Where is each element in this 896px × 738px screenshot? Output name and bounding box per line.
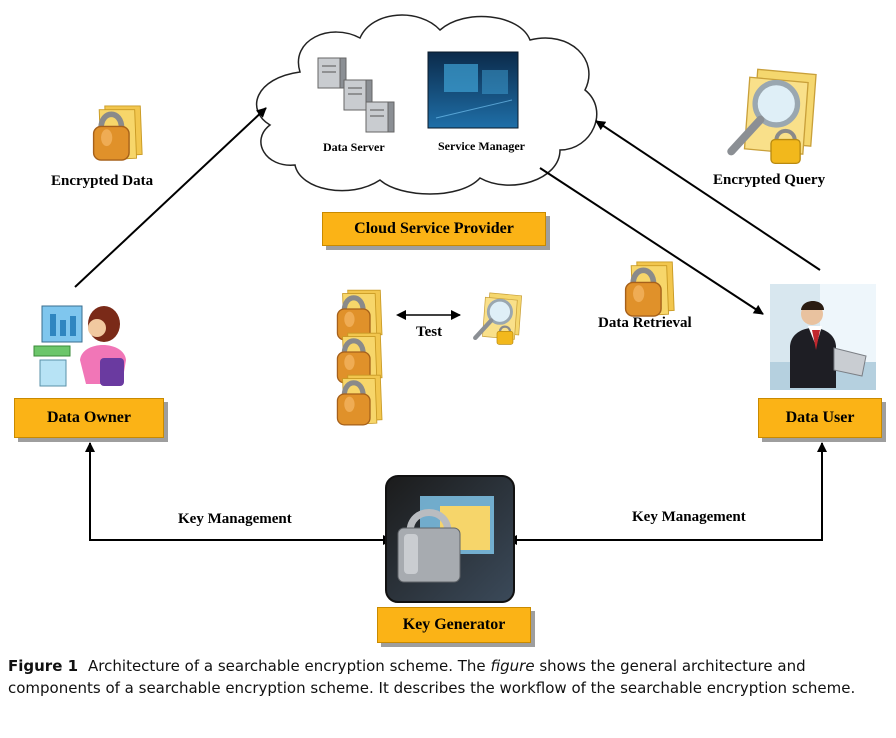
server-icon [317, 57, 395, 133]
cloud-shape [255, 14, 598, 195]
lock-folder-icon [337, 375, 382, 425]
data-user-box: Data User [758, 398, 882, 438]
magnifier-folder-icon [731, 69, 816, 163]
person-computer-icon [33, 305, 126, 387]
figure-label: Figure 1 [8, 657, 79, 675]
lock-folder-icon [626, 262, 675, 316]
caption-text-1: Architecture of a searchable encryption … [88, 657, 491, 675]
arrow-key-management-right [507, 442, 827, 545]
lock-folder-icon [337, 290, 382, 340]
arrow-encrypted-data [74, 107, 267, 288]
architecture-diagram: Cloud Service Provider Data Owner Data U… [14, 14, 882, 643]
service-manager-label: Service Manager [438, 139, 525, 153]
data-server-label: Data Server [323, 140, 385, 154]
arrow-encrypted-query [595, 120, 821, 271]
arrow-data-retrieval [539, 167, 764, 315]
monitor-icon [427, 51, 519, 129]
encrypted-query-label: Encrypted Query [713, 172, 826, 188]
key-generator-icon [385, 475, 515, 603]
businessman-laptop-icon [770, 284, 876, 390]
key-management-left-label: Key Management [178, 511, 292, 527]
cloud-service-provider-box: Cloud Service Provider [322, 212, 546, 246]
data-retrieval-label: Data Retrieval [598, 315, 692, 331]
arrow-key-management-left [85, 442, 393, 545]
diagram-canvas [33, 14, 876, 603]
lock-folder-icon [94, 106, 143, 160]
figure-caption: Figure 1 Architecture of a searchable enc… [8, 655, 888, 699]
magnifier-folder-icon [475, 293, 521, 344]
key-generator-box: Key Generator [377, 607, 531, 643]
caption-text-2: shows the general architecture and compo… [8, 657, 856, 697]
key-management-right-label: Key Management [632, 509, 746, 525]
test-label: Test [416, 324, 443, 340]
encrypted-data-label: Encrypted Data [51, 173, 154, 189]
caption-text-italic: figure [490, 657, 535, 675]
data-owner-box: Data Owner [14, 398, 164, 438]
